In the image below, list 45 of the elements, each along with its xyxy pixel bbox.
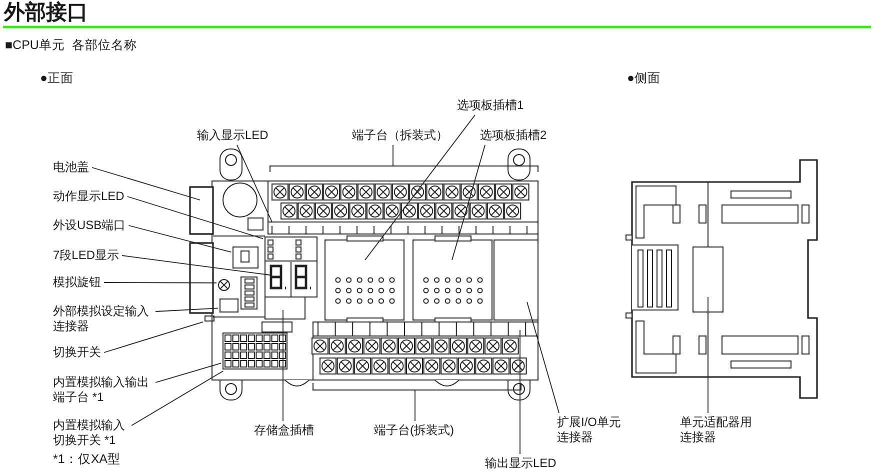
part-label: 外设USB端口 (53, 218, 126, 233)
connector-socket (220, 298, 238, 312)
part-label: 单元适配器用连接器 (680, 415, 756, 445)
part-label: 模拟旋钮 (53, 275, 101, 290)
view-heading: ●侧面 (627, 71, 661, 86)
leader-line (364, 114, 476, 260)
rotary-knob (218, 279, 230, 291)
part-label: 外部模拟设定输入连接器 (53, 304, 153, 334)
leader-line (414, 390, 416, 422)
part-label: 内置模拟输入输出端子台 *1 (53, 375, 153, 405)
usb-port (232, 246, 258, 268)
title: 外部接口 (4, 1, 88, 25)
part-label: 存储盒插槽 (254, 423, 314, 438)
part-label: 输出显示LED (485, 456, 556, 471)
leader-line (155, 308, 218, 312)
leader-line (104, 322, 204, 353)
leader-line (104, 282, 217, 284)
part-label: 电池盖 (53, 160, 89, 175)
part-label: 动作显示LED (53, 189, 124, 204)
leader-line (131, 370, 224, 426)
view-heading: ●正面 (40, 71, 74, 86)
part-label: 7段LED显示 (53, 248, 120, 263)
section-heading: ■CPU单元 各部位名称 (5, 38, 137, 53)
leader-line (122, 255, 270, 276)
switch (204, 316, 214, 322)
part-label: 选项板插槽1 (457, 98, 524, 113)
leader-line (452, 144, 486, 260)
leader-line (92, 167, 200, 200)
part-label: 内置模拟输入切换开关 *1 (53, 418, 129, 448)
leader-line (128, 225, 232, 253)
part-label: 端子台（拆装式） (352, 128, 448, 143)
part-label: 输入显示LED (197, 128, 268, 143)
leader-line (526, 302, 560, 414)
part-label: 扩展I/O单元连接器 (557, 415, 626, 445)
leader-line (282, 310, 284, 422)
part-label: 端子台(拆装式) (374, 423, 454, 438)
leader-line (155, 362, 222, 383)
leader-line (236, 144, 272, 222)
terminal-block (222, 332, 288, 370)
led-indicator-panel (264, 236, 318, 262)
leader-line (392, 144, 394, 166)
leader-line (126, 196, 264, 240)
footnote: *1：仅XA型 (53, 452, 120, 467)
part-label: 选项板插槽2 (480, 128, 547, 143)
part-label: 切换开关 (53, 345, 101, 360)
